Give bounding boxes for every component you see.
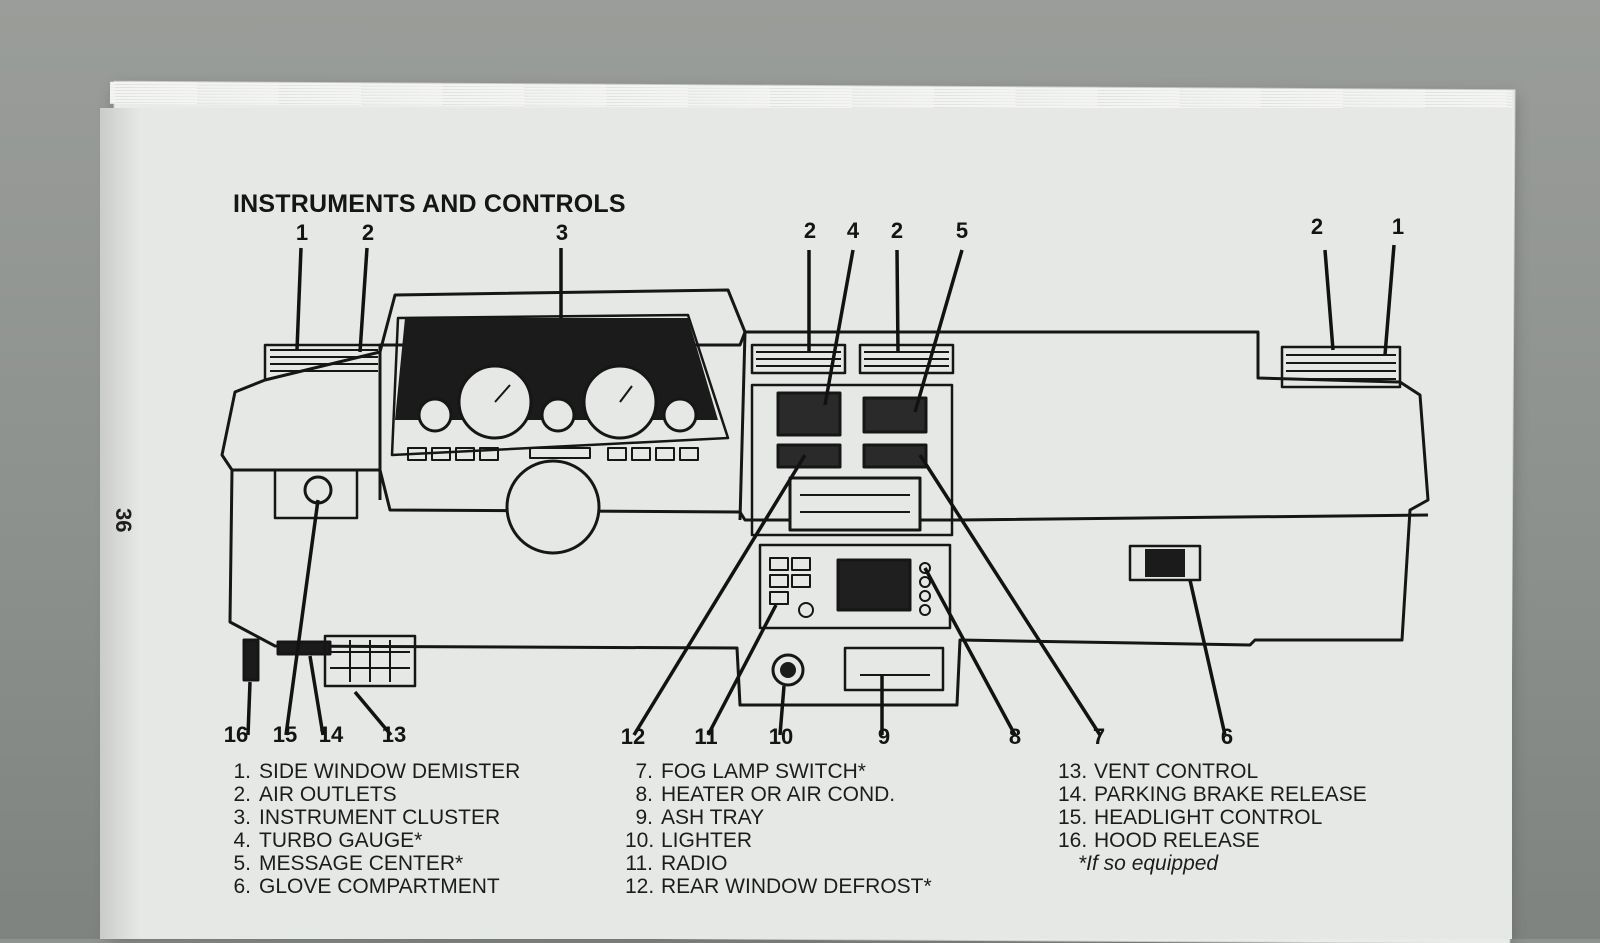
legend-item: 9.ASH TRAY [635, 806, 765, 829]
legend-item: 3.INSTRUMENT CLUSTER [233, 806, 501, 829]
callout-top-3: 3 [555, 220, 569, 245]
legend-item: 6.GLOVE COMPARTMENT [233, 875, 500, 898]
climate-panel [788, 476, 922, 532]
legend-item: 12.REAR WINDOW DEFROST* [625, 875, 932, 898]
legend-item: 7.FOG LAMP SWITCH* [635, 760, 866, 783]
callout-bottom-15: 15 [272, 722, 298, 747]
legend-item: 10.LIGHTER [625, 829, 753, 852]
spine-shadow [100, 108, 140, 939]
legend-item: 16.HOOD RELEASE [1058, 829, 1260, 852]
legend-column-3: 13.VENT CONTROL 14.PARKING BRAKE RELEASE… [1058, 760, 1367, 875]
vent-control-panel [323, 634, 417, 688]
ash-tray [843, 646, 945, 692]
legend-item: 5.MESSAGE CENTER* [233, 852, 464, 875]
cluster-window [390, 313, 730, 457]
parking-brake-release [276, 640, 332, 656]
leader-lines [246, 244, 1396, 737]
glove-box-latch [1128, 544, 1202, 582]
defrost-switch-box [776, 443, 842, 469]
callout-bottom-13: 13 [381, 722, 407, 747]
callout-top-2: 2 [361, 220, 375, 245]
radio-panel [758, 543, 952, 630]
legend-item: 8.HEATER OR AIR COND. [635, 783, 896, 806]
radio-buttons [769, 557, 931, 618]
callout-bottom-12: 12 [620, 724, 646, 749]
right-vent [1280, 345, 1402, 389]
legend-item: 15.HEADLIGHT CONTROL [1058, 806, 1323, 829]
center-console [750, 383, 954, 537]
small-gauge-3 [662, 397, 698, 433]
legend-column-1: 1.SIDE WINDOW DEMISTER 2.AIR OUTLETS 3.I… [223, 760, 520, 898]
legend-item: 2.AIR OUTLETS [233, 783, 397, 806]
center-vent-right [858, 343, 955, 375]
turbo-gauge-box [776, 391, 842, 437]
legend-column-2: 7.FOG LAMP SWITCH* 8.HEATER OR AIR COND.… [625, 760, 932, 898]
callout-top-9: 1 [1391, 214, 1405, 239]
headlight-knob [303, 475, 333, 505]
warning-lamps [407, 447, 699, 461]
legend-item: 14.PARKING BRAKE RELEASE [1058, 783, 1367, 806]
callout-bottom-14: 14 [318, 722, 344, 747]
page-title: INSTRUMENTS AND CONTROLS [233, 190, 626, 218]
legend-item: 13.VENT CONTROL [1058, 760, 1259, 783]
callout-top-6: 2 [890, 218, 904, 243]
hood-release-handle [242, 638, 260, 682]
legend-item: 1.SIDE WINDOW DEMISTER [233, 760, 521, 783]
legend-item: 4.TURBO GAUGE* [233, 829, 423, 852]
callout-bottom-16: 16 [223, 722, 249, 747]
steering-column [505, 459, 601, 555]
radio-cassette [836, 558, 912, 612]
callout-bottom-6: 6 [1220, 724, 1234, 749]
callout-top-8: 2 [1310, 214, 1324, 239]
callout-bottom-10: 10 [768, 724, 794, 749]
callout-top-7: 5 [955, 218, 969, 243]
callout-top-4: 2 [803, 218, 817, 243]
callout-top-5: 4 [846, 218, 860, 243]
callout-bottom-9: 9 [877, 724, 891, 749]
center-vent-left [750, 343, 847, 375]
callout-bottom-8: 8 [1008, 724, 1022, 749]
legend-item: 11.RADIO [625, 852, 728, 875]
small-gauge-1 [417, 397, 453, 433]
callout-bottom-7: 7 [1092, 724, 1106, 749]
callout-bottom-11: 11 [694, 724, 718, 749]
fog-switch-box [862, 443, 928, 469]
small-gauge-2 [540, 397, 576, 433]
callout-top-1: 1 [295, 220, 309, 245]
footnote: *If so equipped [1078, 852, 1219, 875]
left-vent [263, 343, 380, 380]
